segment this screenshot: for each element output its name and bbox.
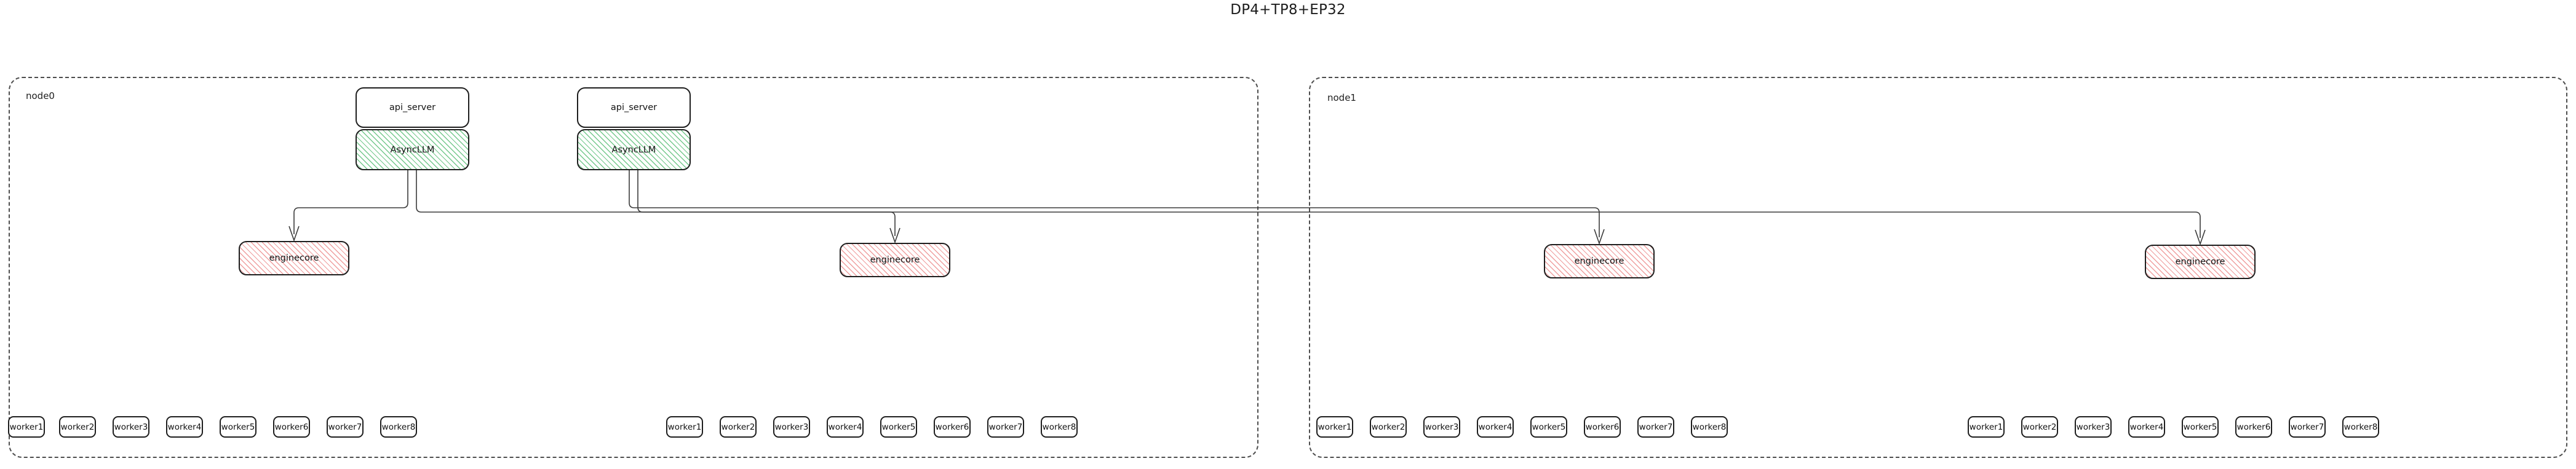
- worker-box[interactable]: worker3: [1423, 416, 1460, 438]
- worker-box[interactable]: worker2: [1370, 416, 1407, 438]
- worker-box[interactable]: worker7: [1637, 416, 1674, 438]
- worker-box[interactable]: worker5: [2182, 416, 2219, 438]
- worker-box[interactable]: worker4: [166, 416, 203, 438]
- enginecore-box-node1-0[interactable]: enginecore: [1544, 244, 1655, 278]
- worker-box[interactable]: worker4: [1477, 416, 1514, 438]
- api-server-box-1[interactable]: api_server: [577, 87, 691, 128]
- worker-box[interactable]: worker5: [1530, 416, 1567, 438]
- page-title: DP4+TP8+EP32: [1230, 2, 1346, 18]
- worker-box[interactable]: worker7: [2289, 416, 2326, 438]
- worker-box[interactable]: worker6: [934, 416, 971, 438]
- worker-box[interactable]: worker8: [1041, 416, 1078, 438]
- worker-box[interactable]: worker4: [827, 416, 864, 438]
- worker-box[interactable]: worker6: [1584, 416, 1621, 438]
- worker-box[interactable]: worker3: [113, 416, 149, 438]
- worker-box[interactable]: worker8: [2342, 416, 2379, 438]
- enginecore-box-node0-0[interactable]: enginecore: [239, 241, 349, 275]
- worker-box[interactable]: worker5: [880, 416, 917, 438]
- node-container-node1: [1309, 77, 2567, 458]
- worker-box[interactable]: worker2: [720, 416, 757, 438]
- worker-box[interactable]: worker6: [273, 416, 310, 438]
- worker-box[interactable]: worker3: [2075, 416, 2112, 438]
- worker-box[interactable]: worker8: [380, 416, 417, 438]
- asyncllm-box-1[interactable]: AsyncLLM: [577, 129, 691, 170]
- worker-box[interactable]: worker7: [327, 416, 364, 438]
- worker-box[interactable]: worker1: [8, 416, 45, 438]
- enginecore-box-node1-1[interactable]: enginecore: [2145, 245, 2256, 279]
- asyncllm-box-0[interactable]: AsyncLLM: [356, 129, 469, 170]
- enginecore-box-node0-1[interactable]: enginecore: [840, 243, 950, 277]
- worker-box[interactable]: worker8: [1691, 416, 1728, 438]
- worker-box[interactable]: worker1: [1316, 416, 1353, 438]
- worker-box[interactable]: worker5: [220, 416, 256, 438]
- worker-box[interactable]: worker2: [59, 416, 96, 438]
- worker-box[interactable]: worker4: [2128, 416, 2165, 438]
- worker-box[interactable]: worker1: [666, 416, 703, 438]
- worker-box[interactable]: worker1: [1968, 416, 2005, 438]
- worker-box[interactable]: worker2: [2021, 416, 2058, 438]
- node-container-node0: [9, 77, 1258, 458]
- node-label-node1: node1: [1327, 92, 1356, 103]
- worker-box[interactable]: worker7: [987, 416, 1024, 438]
- worker-box[interactable]: worker6: [2235, 416, 2272, 438]
- api-server-box-0[interactable]: api_server: [356, 87, 469, 128]
- node-label-node0: node0: [26, 90, 55, 101]
- worker-box[interactable]: worker3: [773, 416, 810, 438]
